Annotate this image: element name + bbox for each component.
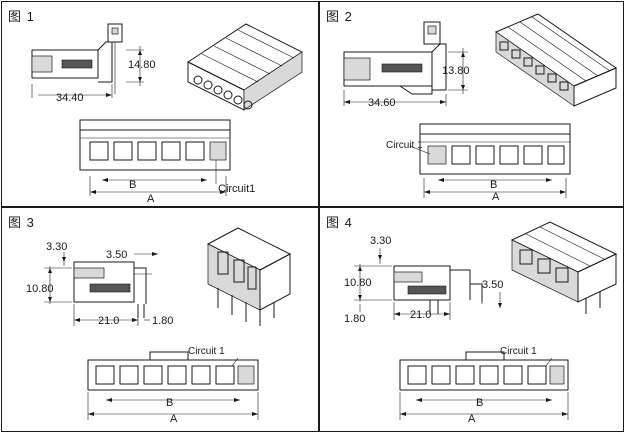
figure-3-drawing: 3.30 3.50 10.80 21.0 (26, 227, 292, 425)
vertical-divider (318, 1, 320, 432)
figure-1-isometric-view (186, 23, 304, 111)
figure-2-side-view: 13.80 34.60 (343, 21, 470, 109)
figure-4-title: 图 4 (326, 215, 353, 230)
figure-4-bottom-view: Circuit 1 B A (399, 346, 569, 425)
figure-2-drawing: 13.80 34.60 (343, 13, 618, 203)
figure-3-circuit-label: Circuit 1 (188, 346, 225, 357)
figure-3-bottom-view: Circuit 1 B A (87, 346, 259, 425)
figure-1-height-dimension: 14.80 (128, 59, 156, 71)
figure-2-circuit-label: Circuit 1 (386, 140, 423, 151)
figure-4-label-a: A (468, 413, 476, 425)
figure-2-bottom-view: Circuit 1 B A (386, 123, 571, 203)
figure-3-title: 图 3 (8, 215, 35, 230)
figure-3-width-dimension: 21.0 (98, 315, 119, 327)
figure-4-height-dimension: 10.80 (344, 277, 372, 289)
figure-2-label-b: B (490, 179, 497, 191)
figure-3-side-dimension: 3.50 (106, 249, 127, 261)
figure-4-label-b: B (476, 397, 483, 409)
figure-1-label-a: A (147, 193, 155, 205)
figure-4-panel: 图 4 3.30 10.80 (320, 208, 623, 431)
figure-4-top-dimension: 3.30 (370, 235, 391, 247)
figure-1-drawing: 14.80 34.40 (31, 23, 304, 205)
figure-3-height-dimension: 10.80 (26, 283, 54, 295)
figure-4-drawing: 3.30 10.80 3.50 1.80 (344, 221, 618, 425)
figure-2-label-a: A (492, 191, 500, 203)
figure-2-width-dimension: 34.60 (368, 97, 396, 109)
figure-4-side-dimension: 3.50 (482, 279, 503, 291)
figure-1-panel: 图 1 14.80 (2, 2, 318, 206)
figure-2-height-dimension: 13.80 (442, 65, 470, 77)
figure-1-bottom-view: B A Circuit1 (79, 119, 255, 205)
figure-1-circuit-label: Circuit1 (218, 183, 255, 195)
figure-2-panel: 图 2 13.80 (320, 2, 623, 206)
figure-1-width-dimension: 34.40 (56, 92, 84, 104)
figure-4-pin-dimension: 1.80 (344, 313, 365, 325)
figure-1-title: 图 1 (8, 9, 35, 24)
figure-4-side-view: 3.30 10.80 3.50 1.80 (344, 235, 503, 325)
figure-3-pin-dimension: 1.80 (152, 315, 173, 327)
figure-3-label-a: A (170, 413, 178, 425)
figure-3-isometric-view (206, 227, 292, 326)
horizontal-divider (1, 206, 624, 208)
figure-4-width-dimension: 21.0 (410, 309, 431, 321)
figure-3-side-view: 3.30 3.50 10.80 21.0 (26, 241, 173, 327)
figure-1-side-view: 14.80 34.40 (31, 23, 156, 104)
figure-2-isometric-view (494, 13, 618, 107)
figure-2-title: 图 2 (326, 9, 353, 24)
figure-3-panel: 图 3 3.30 3.50 (2, 208, 318, 431)
figure-4-circuit-label: Circuit 1 (500, 346, 537, 357)
figure-3-top-dimension: 3.30 (46, 241, 67, 253)
figure-1-label-b: B (129, 179, 136, 191)
figure-4-isometric-view (510, 221, 618, 314)
figure-3-label-b: B (166, 397, 173, 409)
